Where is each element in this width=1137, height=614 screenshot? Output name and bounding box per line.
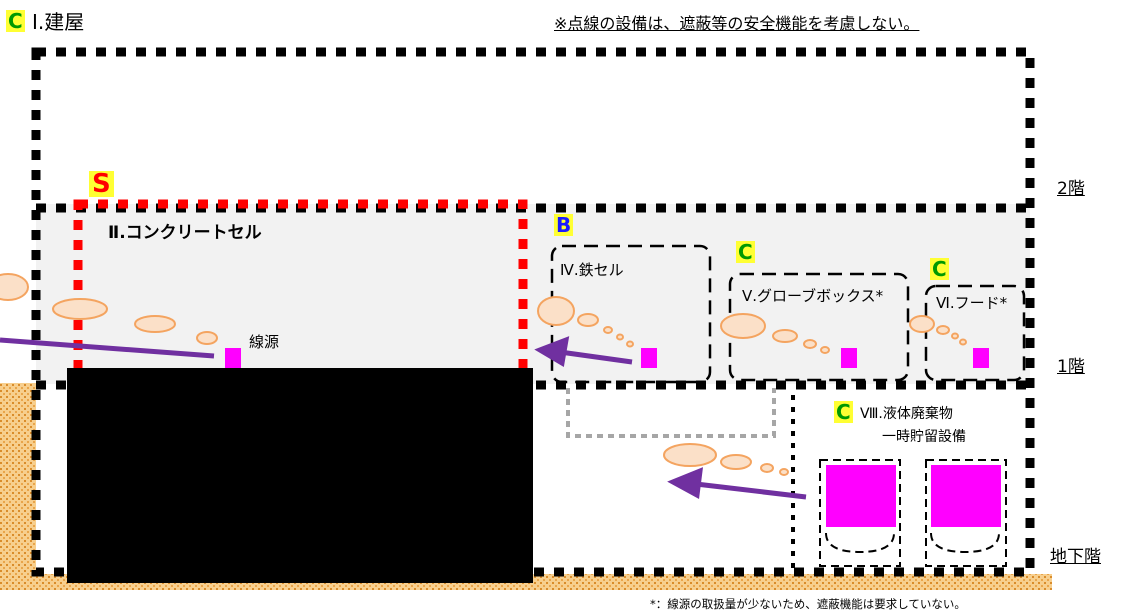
redacted-area xyxy=(67,368,533,583)
ground-left xyxy=(0,383,36,590)
iron-cell-label: Ⅳ.鉄セル xyxy=(560,261,624,279)
floor-label-basement: 地下階 xyxy=(1050,547,1101,567)
building-outline xyxy=(31,47,1035,577)
hood-badge: C xyxy=(930,257,949,281)
concrete-cell-badge: S xyxy=(89,171,114,197)
duct-gray xyxy=(566,388,776,438)
floor-label-2f: 2階 xyxy=(1057,179,1085,199)
radiation-cloud-concrete-cell xyxy=(0,273,218,345)
ground-right xyxy=(1034,574,1052,590)
liquid-waste-badge: C xyxy=(834,400,853,424)
building-title: Ⅰ.建屋 xyxy=(32,10,85,34)
source-hood xyxy=(973,348,989,368)
glove-box-badge: C xyxy=(736,240,755,264)
concrete-cell-label: Ⅱ.コンクリートセル xyxy=(108,223,262,243)
footnote: *：線源の取扱量が少ないため、遮蔽機能は要求していない。 xyxy=(650,597,966,611)
iron-cell-fill xyxy=(552,246,710,382)
source-glove-box xyxy=(841,348,857,368)
tank-2-base xyxy=(930,532,1000,554)
hood-outline xyxy=(924,284,1026,382)
radiation-cloud-iron-cell xyxy=(537,296,634,348)
glove-box-label: Ⅴ.グローブボックス* xyxy=(742,287,884,305)
shielding-note: ※点線の設備は、遮蔽等の安全機能を考慮しない。 xyxy=(554,14,920,33)
source-concrete-cell xyxy=(225,348,241,368)
floor-label-1f: 1階 xyxy=(1057,357,1085,377)
radiation-arrows xyxy=(0,336,807,500)
tank-2 xyxy=(931,465,1001,527)
tank-2-outline xyxy=(925,459,1007,567)
radiation-cloud-liquid-waste xyxy=(663,443,789,476)
tank-1-outline xyxy=(819,459,901,567)
liquid-waste-label-2: 一時貯留設備 xyxy=(882,429,966,445)
tank-1 xyxy=(826,465,896,527)
iron-cell-badge: B xyxy=(554,213,574,237)
hood-label: Ⅵ.フード* xyxy=(936,294,1008,312)
building-badge: C xyxy=(6,9,25,33)
radiation-cloud-glove-box xyxy=(720,313,830,354)
source-label: 線源 xyxy=(249,333,280,351)
liquid-waste-label-1: Ⅷ.液体廃棄物 xyxy=(860,406,953,422)
source-iron-cell xyxy=(641,348,657,368)
tank-1-base xyxy=(825,532,895,554)
radiation-cloud-hood xyxy=(909,315,967,346)
